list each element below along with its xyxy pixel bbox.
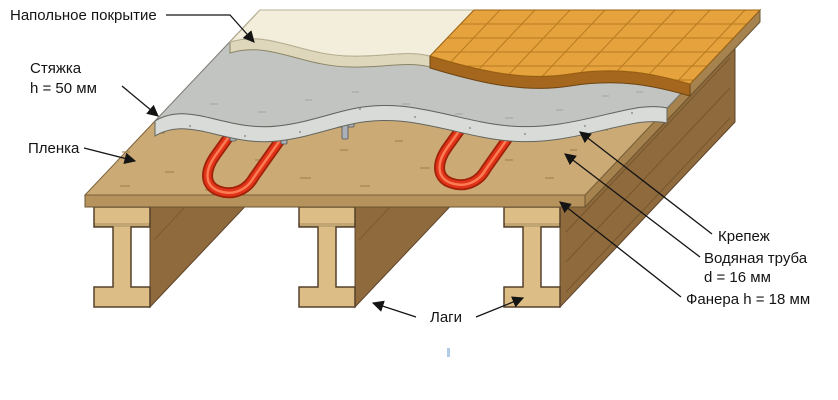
screed-cut-face bbox=[154, 104, 668, 143]
label-fastener: Крепеж bbox=[718, 228, 770, 245]
joist-2-front bbox=[298, 206, 356, 308]
parquet-grid bbox=[430, 10, 760, 84]
joist-3-front bbox=[503, 206, 561, 308]
joist-1-front bbox=[93, 206, 151, 308]
label-screed-line1: Стяжка bbox=[30, 60, 82, 77]
leader-film bbox=[83, 147, 137, 165]
label-floor-covering: Напольное покрытие bbox=[10, 7, 157, 24]
screed-speckles bbox=[210, 91, 643, 119]
label-joists: Лаги bbox=[430, 309, 462, 326]
leader-lines bbox=[83, 14, 713, 318]
joist-1-shadow bbox=[94, 223, 150, 227]
joist-3-shadow bbox=[504, 223, 560, 227]
leader-joist-left bbox=[371, 300, 417, 318]
labels: Напольное покрытие Стяжка h = 50 мм Плен… bbox=[10, 7, 810, 326]
label-screed-line2: h = 50 мм bbox=[30, 80, 97, 97]
leader-joist-right bbox=[475, 296, 525, 318]
cursor-artifact bbox=[447, 348, 450, 357]
water-pipes bbox=[202, 82, 538, 199]
parquet-tiles bbox=[429, 9, 762, 97]
leader-screed bbox=[121, 85, 159, 117]
leader-fastener bbox=[579, 131, 713, 235]
label-pipe-line1: Водяная труба bbox=[704, 250, 808, 267]
leader-floor-covering bbox=[166, 14, 255, 43]
label-plywood: Фанера h = 18 мм bbox=[686, 291, 810, 308]
joist-2-shadow bbox=[299, 223, 355, 227]
pipe-loop-2-highlight bbox=[438, 86, 534, 186]
screed-face-dots bbox=[188, 107, 634, 138]
joist-3-grain bbox=[565, 57, 731, 293]
leader-pipe bbox=[564, 153, 701, 258]
pipe-loop-1-highlight bbox=[206, 94, 302, 194]
label-pipe-line2: d = 16 мм bbox=[704, 269, 771, 286]
label-film: Пленка bbox=[28, 140, 80, 157]
leader-plywood bbox=[559, 201, 682, 298]
deck-front-edge bbox=[84, 194, 586, 208]
covering-top bbox=[228, 9, 476, 57]
